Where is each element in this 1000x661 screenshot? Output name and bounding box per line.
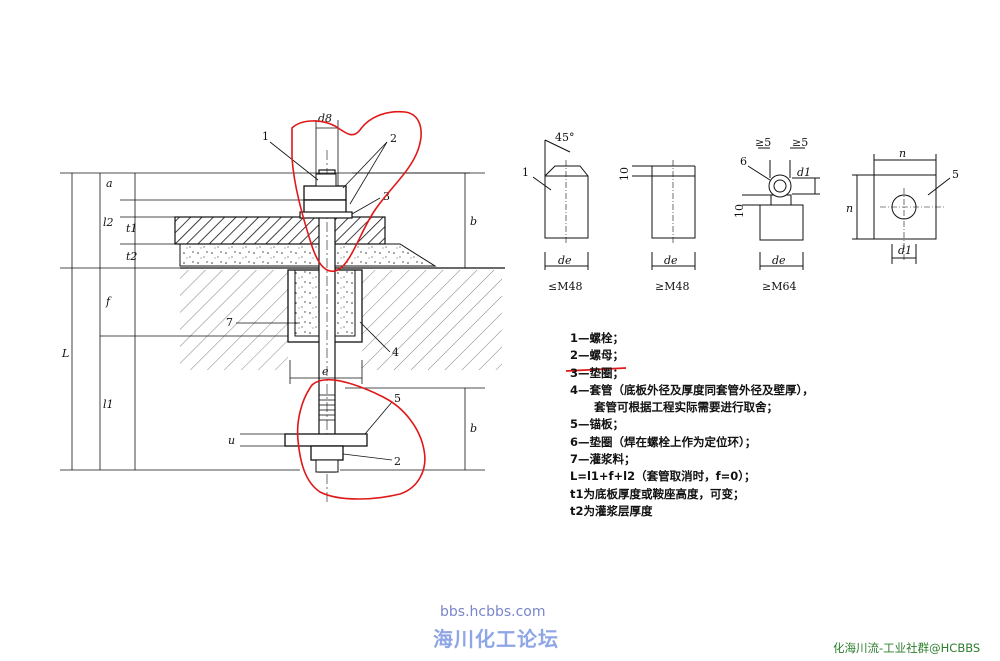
- detail-4: [852, 154, 951, 264]
- legend: 1—螺栓； 2—螺母； 3—垫圈； 4—套管（底板外径及厚度同套管外径及壁厚），…: [570, 330, 814, 520]
- label-f: f: [105, 295, 112, 308]
- soil-hatch-left: [180, 270, 288, 370]
- callout-5: 5: [394, 392, 401, 405]
- legend-item-3: 3—垫圈；: [570, 365, 625, 380]
- detail2-caption: ≥M48: [655, 280, 689, 293]
- legend-item-7: 7—灌浆料；: [570, 452, 636, 467]
- bolt-tip-bottom: [315, 459, 339, 473]
- top-nut-upper: [303, 185, 347, 201]
- label-l2: l2: [103, 216, 114, 229]
- detail1-caption: ≤M48: [548, 280, 582, 293]
- label-l1: l1: [103, 398, 114, 411]
- callout-3: 3: [383, 190, 390, 203]
- label-b-bottom: b: [470, 422, 477, 435]
- legend-formula-L: L=l1+f+l2（套管取消时，f=0）；: [570, 469, 756, 484]
- detail-3: [742, 147, 820, 270]
- detail3-top-left: ≥5: [755, 136, 771, 149]
- detail3-dim-h: 10: [733, 204, 746, 218]
- detail3-label: 6: [740, 155, 747, 168]
- legend-item-1: 1—螺栓；: [570, 331, 625, 345]
- callout-4: 4: [392, 346, 399, 359]
- detail4-n-top: n: [899, 147, 906, 160]
- legend-item-4-cont: 套管可根据工程实际需要进行取舍；: [594, 400, 778, 415]
- watermark-forum: 海川化工论坛: [433, 627, 559, 651]
- label-a: a: [106, 177, 113, 190]
- bolt-thread-bottom: [319, 394, 335, 421]
- label-L: L: [61, 347, 69, 360]
- legend-item-5: 5—锚板；: [570, 417, 625, 432]
- top-washer: [299, 211, 353, 219]
- soil-hatch-right: [362, 270, 502, 370]
- detail2-dim: de: [664, 254, 678, 267]
- callout-2-bottom: 2: [394, 455, 401, 468]
- label-t2: t2: [126, 250, 137, 263]
- detail1-label: 1: [522, 166, 529, 179]
- detail-2: [632, 160, 696, 270]
- red-underline-nut: [565, 367, 627, 372]
- watermark-site: bbs.hcbbs.com: [440, 604, 546, 620]
- label-t1: t1: [126, 222, 137, 235]
- bolt-tip-top: [315, 173, 337, 187]
- detail3-caption: ≥M64: [762, 280, 796, 293]
- detail3-d1: d1: [797, 166, 811, 179]
- legend-note-t2: t2为灌浆层厚度: [570, 503, 653, 518]
- detail4-d1: d1: [898, 244, 912, 257]
- callout-1: 1: [262, 130, 269, 143]
- bottom-nut: [310, 445, 344, 461]
- leader-lines: [236, 141, 393, 461]
- label-e: e: [322, 365, 329, 378]
- red-circle-bottom: [296, 378, 426, 500]
- detail4-label: 5: [952, 168, 959, 181]
- red-circle-top: [291, 110, 422, 273]
- watermark-group: 化海川流-工业社群@HCBBS: [833, 641, 981, 655]
- callout-7: 7: [226, 316, 233, 329]
- base-plate: [174, 216, 386, 245]
- legend-item-4: 4—套管（底板外径及厚度同套管外径及壁厚），: [570, 382, 814, 397]
- legend-item-2: 2—螺母；: [570, 348, 625, 363]
- right-dimensions: [289, 120, 485, 471]
- legend-item-6: 6—垫圈（焊在螺栓上作为定位环）；: [570, 434, 757, 449]
- detail2-dim-h: 10: [618, 167, 631, 181]
- grout-layer: [179, 243, 437, 267]
- detail-1: [532, 139, 589, 270]
- label-u: u: [228, 434, 235, 447]
- legend-note-t1: t1为底板厚度或鞍座高度，可变；: [570, 486, 745, 501]
- detail1-dim: de: [558, 254, 572, 267]
- callout-2-top: 2: [390, 132, 397, 145]
- label-b-top: b: [470, 215, 477, 228]
- detail4-n-side: n: [846, 202, 853, 215]
- detail1-angle: 45°: [555, 131, 575, 144]
- detail3-top-right: ≥5: [792, 136, 808, 149]
- detail3-dim: de: [772, 254, 786, 267]
